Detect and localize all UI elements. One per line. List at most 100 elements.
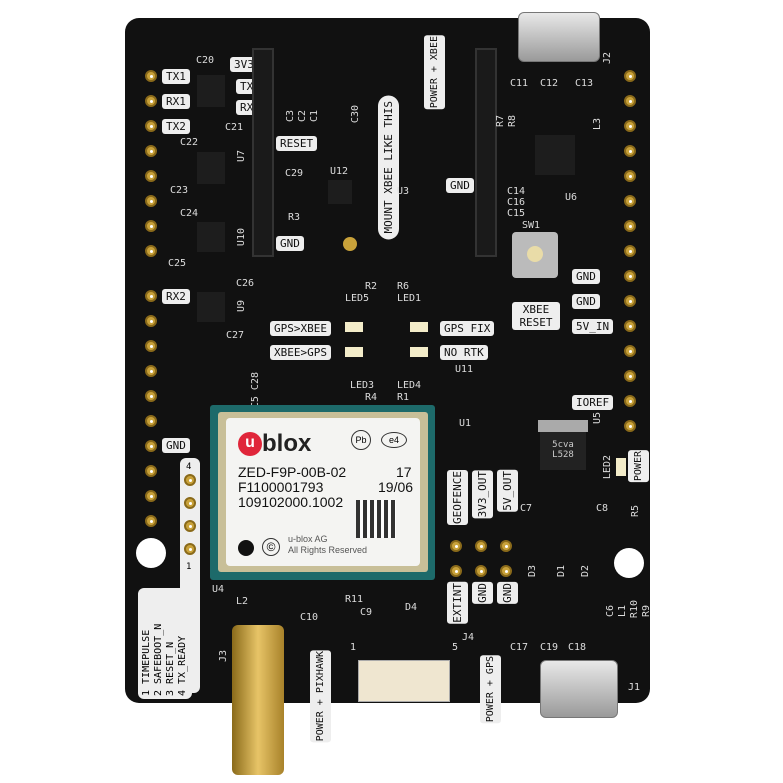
- ic-u9: [197, 292, 225, 322]
- label-power-xbee: POWER + XBEE: [424, 35, 445, 110]
- header-pin: [184, 543, 196, 555]
- silk-u12: U12: [330, 166, 349, 177]
- silk-u1: U1: [459, 418, 472, 429]
- silk-c2: C2: [297, 110, 308, 123]
- header-pin: [624, 370, 636, 382]
- label-gnd-mid-1: GND: [472, 582, 493, 604]
- header-pin: [624, 270, 636, 282]
- label-no-rtk: NO RTK: [440, 345, 488, 360]
- usb-port-xbee[interactable]: [518, 12, 600, 62]
- led-no-rtk: [410, 347, 428, 357]
- silk-led3: LED3: [350, 380, 375, 391]
- regulator-tab: [538, 420, 588, 432]
- legend-timepulse: 1 TIMEPULSE: [141, 629, 152, 696]
- label-reset: RESET: [276, 136, 318, 151]
- header-pin: [145, 365, 157, 377]
- header-pin: [145, 515, 157, 527]
- label-extint: EXTINT: [447, 582, 468, 624]
- header-pin: [624, 70, 636, 82]
- pin-number-1: 1: [186, 562, 192, 572]
- module-label: u blox Pb e4 ZED-F9P-00B-02 17 F11000017…: [226, 418, 420, 566]
- label-xbee-gps: XBEE>GPS: [270, 345, 331, 360]
- silk-c10: C10: [300, 612, 319, 623]
- silk-d2: D2: [580, 565, 591, 578]
- silk-r7: R7: [495, 115, 506, 128]
- silk-c27: C27: [226, 330, 245, 341]
- label-gps-fix: GPS FIX: [440, 321, 495, 336]
- module-date: 19/06: [378, 479, 414, 495]
- label-3v3: 3V3: [230, 57, 258, 72]
- ic-u7: [197, 152, 225, 184]
- header-pin: [145, 465, 157, 477]
- ublox-brand: blox: [262, 430, 312, 457]
- header-pin: [145, 95, 157, 107]
- silk-c6: C6: [605, 605, 616, 618]
- sma-antenna-connector[interactable]: [232, 625, 284, 775]
- silk-u10: U10: [236, 228, 247, 247]
- silk-l1: L1: [617, 605, 628, 618]
- label-gps-xbee: GPS>XBEE: [270, 321, 331, 336]
- ic-u12: [328, 180, 352, 204]
- silk-c12: C12: [540, 78, 559, 89]
- silk-sw1: SW1: [522, 220, 541, 231]
- module-rights: All Rights Reserved: [288, 545, 368, 555]
- silk-d1: D1: [556, 565, 567, 578]
- header-pin: [624, 395, 636, 407]
- header-pin: [145, 195, 157, 207]
- label-tx2: TX2: [162, 119, 190, 134]
- silk-u11: U11: [455, 364, 474, 375]
- header-pin: [624, 295, 636, 307]
- silk-led4: LED4: [397, 380, 422, 391]
- silk-j2: J2: [602, 52, 613, 65]
- silk-c24: C24: [180, 208, 199, 219]
- silk-c8: C8: [596, 503, 609, 514]
- silk-c18: C18: [568, 642, 587, 653]
- header-pin: [624, 320, 636, 332]
- label-xbee-reset: XBEE RESET: [512, 302, 560, 330]
- copyright-icon: ©: [262, 538, 280, 556]
- header-pin: [624, 245, 636, 257]
- xbee-reset-button[interactable]: [512, 232, 558, 278]
- silk-c16: C16: [507, 197, 526, 208]
- pin-number-4: 4: [186, 462, 192, 472]
- silk-c3: C3: [285, 110, 296, 123]
- silk-l2: L2: [236, 596, 249, 607]
- ublox-logo: u: [238, 432, 262, 456]
- label-rx2: RX2: [162, 289, 190, 304]
- mounting-hole-left: [136, 538, 166, 568]
- pin1-marker: [238, 540, 254, 556]
- pb-free-icon: Pb: [351, 430, 371, 450]
- header-pin: [624, 420, 636, 432]
- header-pin: [624, 95, 636, 107]
- silk-u6: U6: [565, 192, 578, 203]
- e4-icon: e4: [381, 432, 407, 448]
- silk-r9: R9: [641, 605, 652, 618]
- label-tx1: TX1: [162, 69, 190, 84]
- label-3v3-out: 3V3_OUT: [472, 470, 493, 519]
- silk-c29: C29: [285, 168, 304, 179]
- mounting-hole-right: [614, 548, 644, 578]
- silk-c17: C17: [510, 642, 529, 653]
- silk-r6: R6: [397, 281, 410, 292]
- silk-u3: U3: [397, 186, 410, 197]
- legend-tx-ready: 4 TX_READY: [177, 635, 188, 696]
- header-pin: [184, 474, 196, 486]
- silk-c1: C1: [309, 110, 320, 123]
- module-code: 109102000.1002: [238, 494, 344, 510]
- header-pin: [145, 415, 157, 427]
- module-part-number: ZED-F9P-00B-02: [238, 464, 347, 480]
- label-ioref: IOREF: [572, 395, 614, 410]
- header-pin: [624, 345, 636, 357]
- label-geofence: GEOFENCE: [447, 470, 468, 525]
- silk-c15: C15: [507, 208, 526, 219]
- silk-j4: J4: [462, 632, 475, 643]
- pixhawk-connector-j4[interactable]: [358, 660, 450, 702]
- legend-safeboot: 2 SAFEBOOT_N: [153, 623, 164, 696]
- usb-port-gps[interactable]: [540, 660, 618, 718]
- xbee-mount-note: MOUNT XBEE LIKE THIS: [378, 95, 399, 240]
- led-xbee-gps: [345, 347, 363, 357]
- silk-r3: R3: [288, 212, 301, 223]
- module-rev: 17: [396, 464, 412, 480]
- silk-j4-pin5: 5: [452, 642, 459, 653]
